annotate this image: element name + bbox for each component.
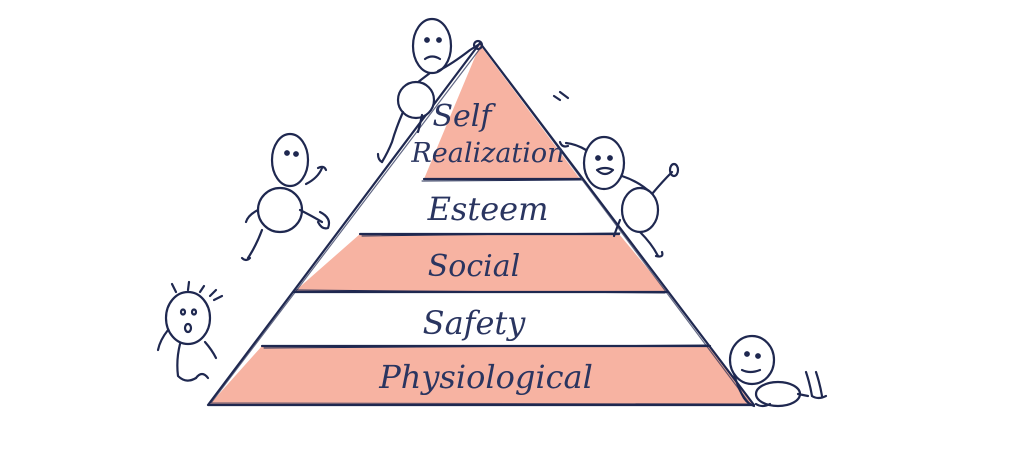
figure-right-bottom	[728, 334, 828, 408]
figure-top	[376, 17, 484, 164]
tier-safety	[262, 292, 710, 346]
pyramid-outline	[206, 41, 756, 407]
figure-left-bottom	[156, 280, 224, 382]
tier-dividers	[260, 177, 712, 349]
label-safety: Safety	[423, 304, 527, 342]
tier-social	[294, 234, 667, 292]
label-self-realization-line1: Self	[432, 99, 496, 134]
label-esteem: Esteem	[427, 190, 549, 228]
pyramid	[206, 41, 756, 407]
tier-self-realization	[424, 45, 580, 179]
tier-esteem	[360, 179, 619, 234]
pyramid-outline-2	[210, 45, 751, 405]
label-self-realization-line2: Realization	[410, 138, 564, 169]
tier-physiological	[210, 346, 752, 404]
figure-left-climber	[240, 132, 331, 262]
figure-right-climber	[552, 90, 680, 258]
label-social: Social	[428, 249, 521, 284]
tier-labels: Self Realization Esteem Social Safety Ph…	[378, 99, 593, 396]
label-physiological: Physiological	[378, 358, 593, 396]
